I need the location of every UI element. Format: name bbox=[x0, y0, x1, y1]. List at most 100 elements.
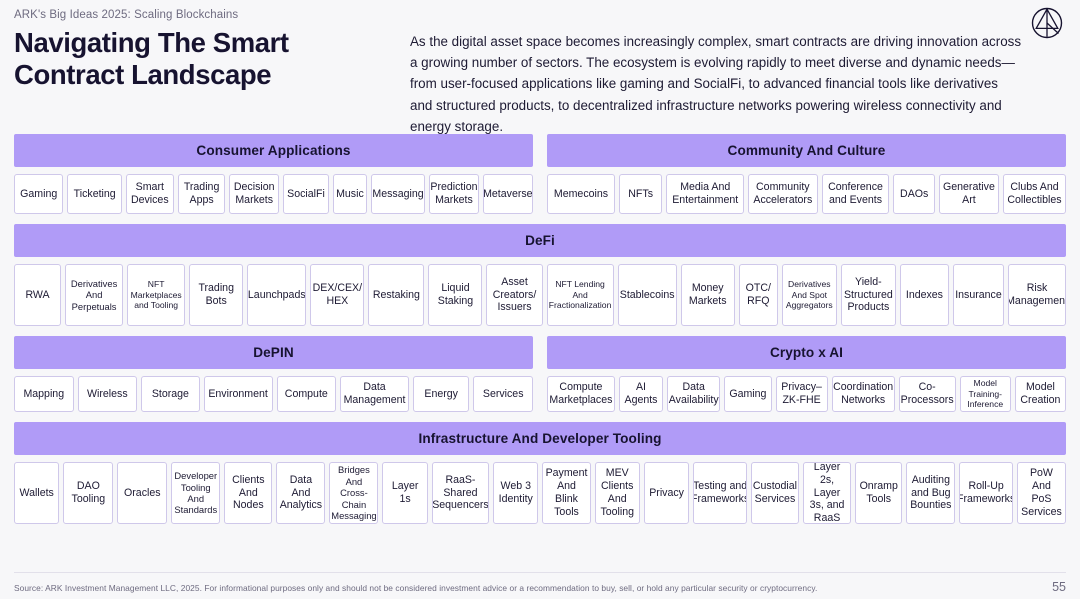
grid-row-4: Infrastructure And Developer Tooling Wal… bbox=[14, 422, 1066, 524]
card-oracles[interactable]: Oracles bbox=[117, 462, 168, 524]
section-defi: DeFi RWA Derivatives And Perpetuals NFT … bbox=[14, 224, 1067, 326]
card-data-and-analytics[interactable]: Data And Analytics bbox=[276, 462, 326, 524]
card-community-accelerators[interactable]: Community Accelerators bbox=[748, 174, 818, 214]
card-pow-and-pos-services[interactable]: PoW And PoS Services bbox=[1016, 462, 1066, 524]
section-title-depin: DePIN bbox=[14, 336, 533, 369]
card-custodial-services[interactable]: Custodial Services bbox=[750, 462, 799, 524]
card-wireless[interactable]: Wireless bbox=[77, 376, 138, 412]
section-items-crypto-x-ai: Compute Marketplaces AI Agents Data Avai… bbox=[547, 376, 1066, 412]
card-mapping[interactable]: Mapping bbox=[14, 376, 74, 412]
card-energy[interactable]: Energy bbox=[412, 376, 470, 412]
section-title-crypto-x-ai: Crypto x AI bbox=[547, 336, 1066, 369]
card-nfts[interactable]: NFTs bbox=[618, 174, 663, 214]
card-privacy-zk-fhe[interactable]: Privacy– ZK-FHE bbox=[775, 376, 828, 412]
card-conference-and-events[interactable]: Conference and Events bbox=[821, 174, 890, 214]
card-nft-marketplaces-and-tooling[interactable]: NFT Marketplaces and Tooling bbox=[127, 264, 186, 326]
card-compute[interactable]: Compute bbox=[276, 376, 337, 412]
card-data-availability[interactable]: Data Availability bbox=[667, 376, 721, 412]
card-trading-apps[interactable]: Trading Apps bbox=[177, 174, 226, 214]
card-co-processors[interactable]: Co-Processors bbox=[898, 376, 956, 412]
section-community-and-culture: Community And Culture Memecoins NFTs Med… bbox=[547, 134, 1066, 214]
card-otc-rfq[interactable]: OTC/ RFQ bbox=[738, 264, 778, 326]
card-asset-creators-issuers[interactable]: Asset Creators/ Issuers bbox=[486, 264, 543, 326]
card-dex-cex-hex[interactable]: DEX/CEX/ HEX bbox=[310, 264, 365, 326]
card-indexes[interactable]: Indexes bbox=[899, 264, 949, 326]
card-wallets[interactable]: Wallets bbox=[14, 462, 60, 524]
card-coordination-networks[interactable]: Coordination Networks bbox=[831, 376, 895, 412]
card-privacy[interactable]: Privacy bbox=[643, 462, 690, 524]
card-ticketing[interactable]: Ticketing bbox=[67, 174, 122, 214]
card-music[interactable]: Music bbox=[333, 174, 367, 214]
section-title-defi: DeFi bbox=[14, 224, 1066, 257]
card-clubs-and-collectibles[interactable]: Clubs And Collectibles bbox=[1002, 174, 1066, 214]
card-money-markets[interactable]: Money Markets bbox=[680, 264, 735, 326]
source-note: Source: ARK Investment Management LLC, 2… bbox=[14, 583, 818, 593]
card-mev-clients-and-tooling[interactable]: MEV Clients And Tooling bbox=[594, 462, 640, 524]
card-raas-shared-sequencers[interactable]: RaaS-Shared Sequencers bbox=[431, 462, 490, 524]
card-socialfi[interactable]: SocialFi bbox=[282, 174, 330, 214]
header-title-block: ARK's Big Ideas 2025: Scaling Blockchain… bbox=[14, 9, 406, 91]
card-environment[interactable]: Environment bbox=[203, 376, 273, 412]
section-crypto-x-ai: Crypto x AI Compute Marketplaces AI Agen… bbox=[547, 336, 1066, 412]
card-trading-bots[interactable]: Trading Bots bbox=[189, 264, 244, 326]
card-storage[interactable]: Storage bbox=[141, 376, 200, 412]
grid-row-3: DePIN Mapping Wireless Storage Environme… bbox=[14, 336, 1066, 412]
section-infrastructure-and-developer-tooling: Infrastructure And Developer Tooling Wal… bbox=[14, 422, 1066, 524]
section-items-infrastructure-and-developer-tooling: Wallets DAO Tooling Oracles Developer To… bbox=[14, 462, 1066, 524]
card-risk-management[interactable]: Risk Management bbox=[1008, 264, 1067, 326]
card-compute-marketplaces[interactable]: Compute Marketplaces bbox=[547, 376, 615, 412]
card-dao-tooling[interactable]: DAO Tooling bbox=[63, 462, 114, 524]
eyebrow-label: ARK's Big Ideas 2025: Scaling Blockchain… bbox=[14, 9, 239, 21]
card-decision-markets[interactable]: Decision Markets bbox=[229, 174, 279, 214]
section-consumer-applications: Consumer Applications Gaming Ticketing S… bbox=[14, 134, 533, 214]
card-clients-and-nodes[interactable]: Clients And Nodes bbox=[224, 462, 273, 524]
card-onramp-tools[interactable]: Onramp Tools bbox=[855, 462, 903, 524]
page-title-line-1: Navigating The Smart bbox=[14, 27, 289, 58]
card-derivatives-and-perpetuals[interactable]: Derivatives And Perpetuals bbox=[65, 264, 124, 326]
card-data-management[interactable]: Data Management bbox=[340, 376, 409, 412]
card-testing-and-frameworks[interactable]: Testing and Frameworks bbox=[693, 462, 747, 524]
section-items-community-and-culture: Memecoins NFTs Media And Entertainment C… bbox=[547, 174, 1066, 214]
section-depin: DePIN Mapping Wireless Storage Environme… bbox=[14, 336, 533, 412]
card-ai-agents[interactable]: AI Agents bbox=[618, 376, 664, 412]
card-gaming[interactable]: Gaming bbox=[14, 174, 64, 214]
card-developer-tooling-and-standards[interactable]: Developer Tooling And Standards bbox=[171, 462, 221, 524]
card-prediction-markets[interactable]: Prediction Markets bbox=[429, 174, 479, 214]
card-model-creation[interactable]: Model Creation bbox=[1014, 376, 1066, 412]
header-intro-block: As the digital asset space becomes incre… bbox=[406, 9, 1066, 137]
card-bridges-and-cross-chain-messaging[interactable]: Bridges And Cross-Chain Messaging bbox=[329, 462, 379, 524]
section-items-depin: Mapping Wireless Storage Environment Com… bbox=[14, 376, 533, 412]
intro-paragraph: As the digital asset space becomes incre… bbox=[410, 34, 1022, 134]
card-layer-1s[interactable]: Layer 1s bbox=[382, 462, 428, 524]
card-layer-2s-layer-3s-and-raas[interactable]: Layer 2s, Layer 3s, and RaaS bbox=[803, 462, 852, 524]
card-insurance[interactable]: Insurance bbox=[952, 264, 1004, 326]
card-rwa[interactable]: RWA bbox=[14, 264, 62, 326]
card-yield-structured-products[interactable]: Yield-Structured Products bbox=[840, 264, 896, 326]
card-auditing-and-bug-bounties[interactable]: Auditing and Bug Bounties bbox=[906, 462, 956, 524]
card-services[interactable]: Services bbox=[473, 376, 533, 412]
card-daos[interactable]: DAOs bbox=[893, 174, 935, 214]
card-liquid-staking[interactable]: Liquid Staking bbox=[428, 264, 483, 326]
card-payment-and-blink-tools[interactable]: Payment And Blink Tools bbox=[542, 462, 591, 524]
card-model-training-inference[interactable]: Model Training-Inference bbox=[959, 376, 1011, 412]
card-gaming-ai[interactable]: Gaming bbox=[724, 376, 772, 412]
card-roll-up-frameworks[interactable]: Roll-Up Frameworks bbox=[959, 462, 1013, 524]
page-number: 55 bbox=[1052, 580, 1066, 594]
card-derivatives-and-spot-aggregators[interactable]: Derivatives And Spot Aggregators bbox=[781, 264, 837, 326]
card-generative-art[interactable]: Generative Art bbox=[938, 174, 999, 214]
card-launchpads[interactable]: Launchpads bbox=[247, 264, 307, 326]
card-media-and-entertainment[interactable]: Media And Entertainment bbox=[666, 174, 745, 214]
card-memecoins[interactable]: Memecoins bbox=[547, 174, 615, 214]
card-smart-devices[interactable]: Smart Devices bbox=[125, 174, 174, 214]
section-items-consumer-applications: Gaming Ticketing Smart Devices Trading A… bbox=[14, 174, 533, 214]
card-metaverse[interactable]: Metaverse bbox=[482, 174, 533, 214]
section-title-community-and-culture: Community And Culture bbox=[547, 134, 1066, 167]
section-title-infrastructure-and-developer-tooling: Infrastructure And Developer Tooling bbox=[14, 422, 1066, 455]
card-stablecoins[interactable]: Stablecoins bbox=[617, 264, 677, 326]
card-messaging[interactable]: Messaging bbox=[370, 174, 426, 214]
card-restaking[interactable]: Restaking bbox=[368, 264, 425, 326]
slide-footer: Source: ARK Investment Management LLC, 2… bbox=[14, 572, 1066, 594]
card-web-3-identity[interactable]: Web 3 Identity bbox=[493, 462, 539, 524]
grid-row-1: Consumer Applications Gaming Ticketing S… bbox=[14, 134, 1066, 214]
card-nft-lending-and-fractionalization[interactable]: NFT Lending And Fractionalization bbox=[546, 264, 614, 326]
